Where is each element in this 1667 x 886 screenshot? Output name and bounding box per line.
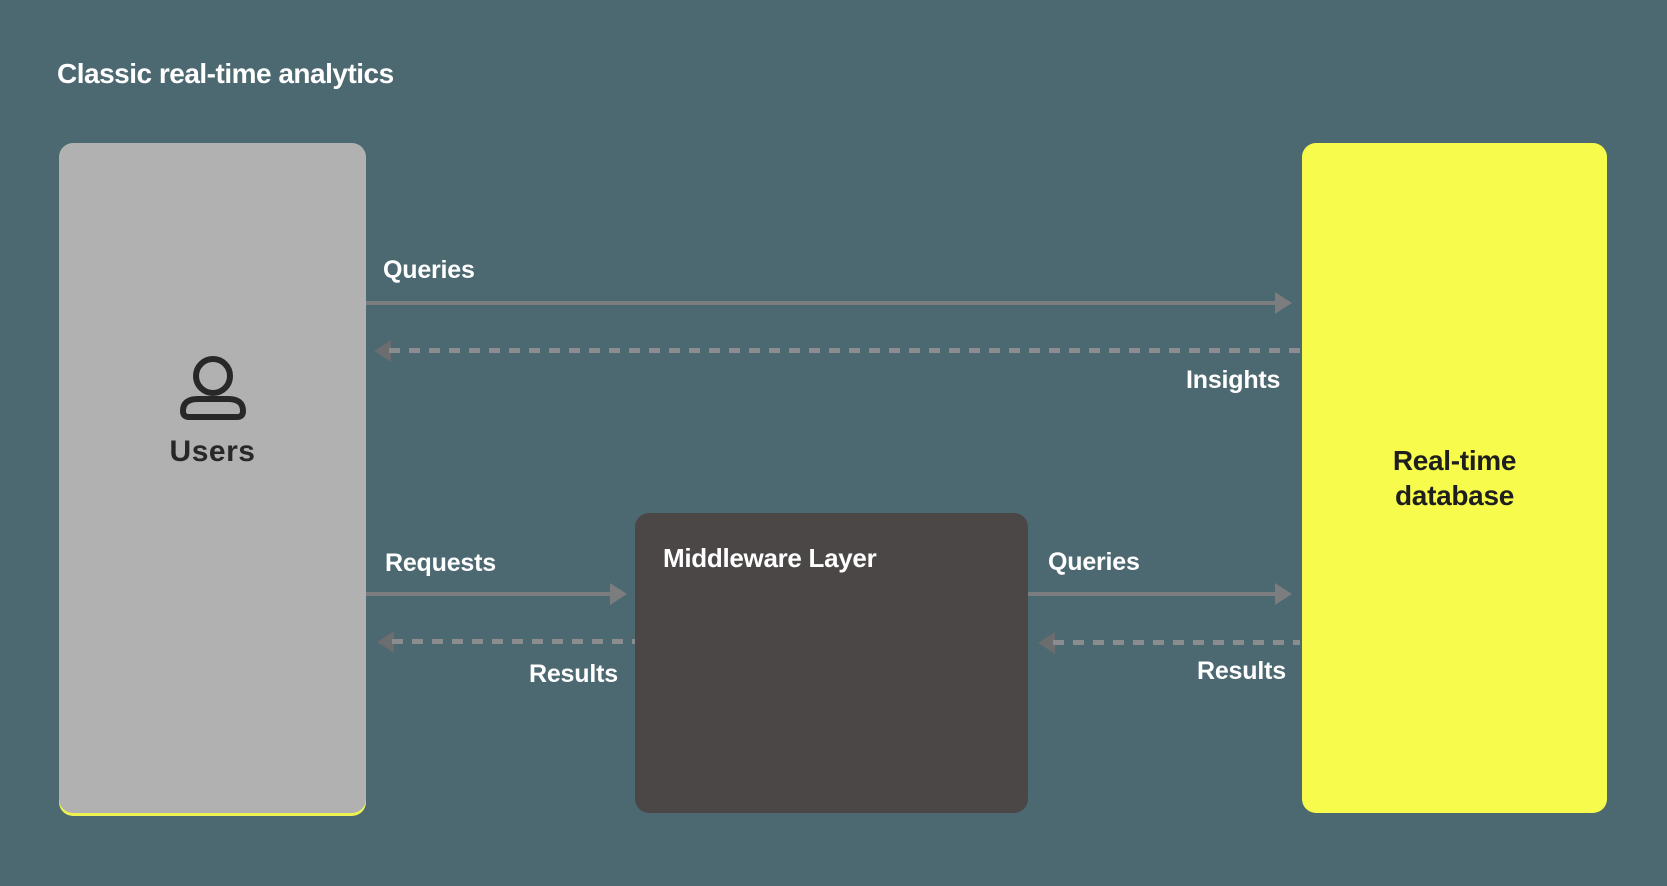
users-content: Users (59, 353, 366, 469)
arrow-shaft (366, 592, 612, 596)
middleware-node-label: Middleware Layer (663, 543, 877, 573)
arrowhead-right-icon (1275, 583, 1292, 605)
arrow-shaft-dashed (389, 348, 1300, 353)
arrow-middleware-to-database (1028, 583, 1292, 605)
arrow-users-to-database (366, 292, 1292, 314)
arrow-users-to-middleware (366, 583, 627, 605)
arrow-shaft (366, 301, 1277, 305)
edge-label-queries-top: Queries (383, 256, 475, 284)
arrow-database-to-middleware (1038, 632, 1300, 654)
edge-label-requests: Requests (385, 549, 496, 577)
person-icon (178, 353, 248, 423)
node-users: Users (59, 143, 366, 813)
node-database: Real-time database (1302, 143, 1607, 813)
arrow-database-to-users (374, 340, 1300, 362)
edge-label-results-left: Results (529, 660, 618, 688)
arrowhead-left-icon (377, 631, 394, 653)
arrow-shaft-dashed (1053, 640, 1300, 645)
diagram-title: Classic real-time analytics (57, 58, 394, 89)
edge-label-results-right: Results (1197, 657, 1286, 685)
users-node-label: Users (169, 435, 256, 468)
arrow-middleware-to-users (377, 631, 635, 653)
edge-label-queries-bottom: Queries (1048, 548, 1140, 576)
database-node-label: Real-time database (1392, 445, 1517, 511)
arrow-shaft (1028, 592, 1277, 596)
arrowhead-left-icon (1038, 632, 1055, 654)
arrowhead-right-icon (1275, 292, 1292, 314)
arrow-shaft-dashed (392, 639, 635, 644)
arrowhead-left-icon (374, 340, 391, 362)
node-middleware: Middleware Layer (635, 513, 1028, 813)
arrowhead-right-icon (610, 583, 627, 605)
edge-label-insights: Insights (1186, 366, 1281, 394)
